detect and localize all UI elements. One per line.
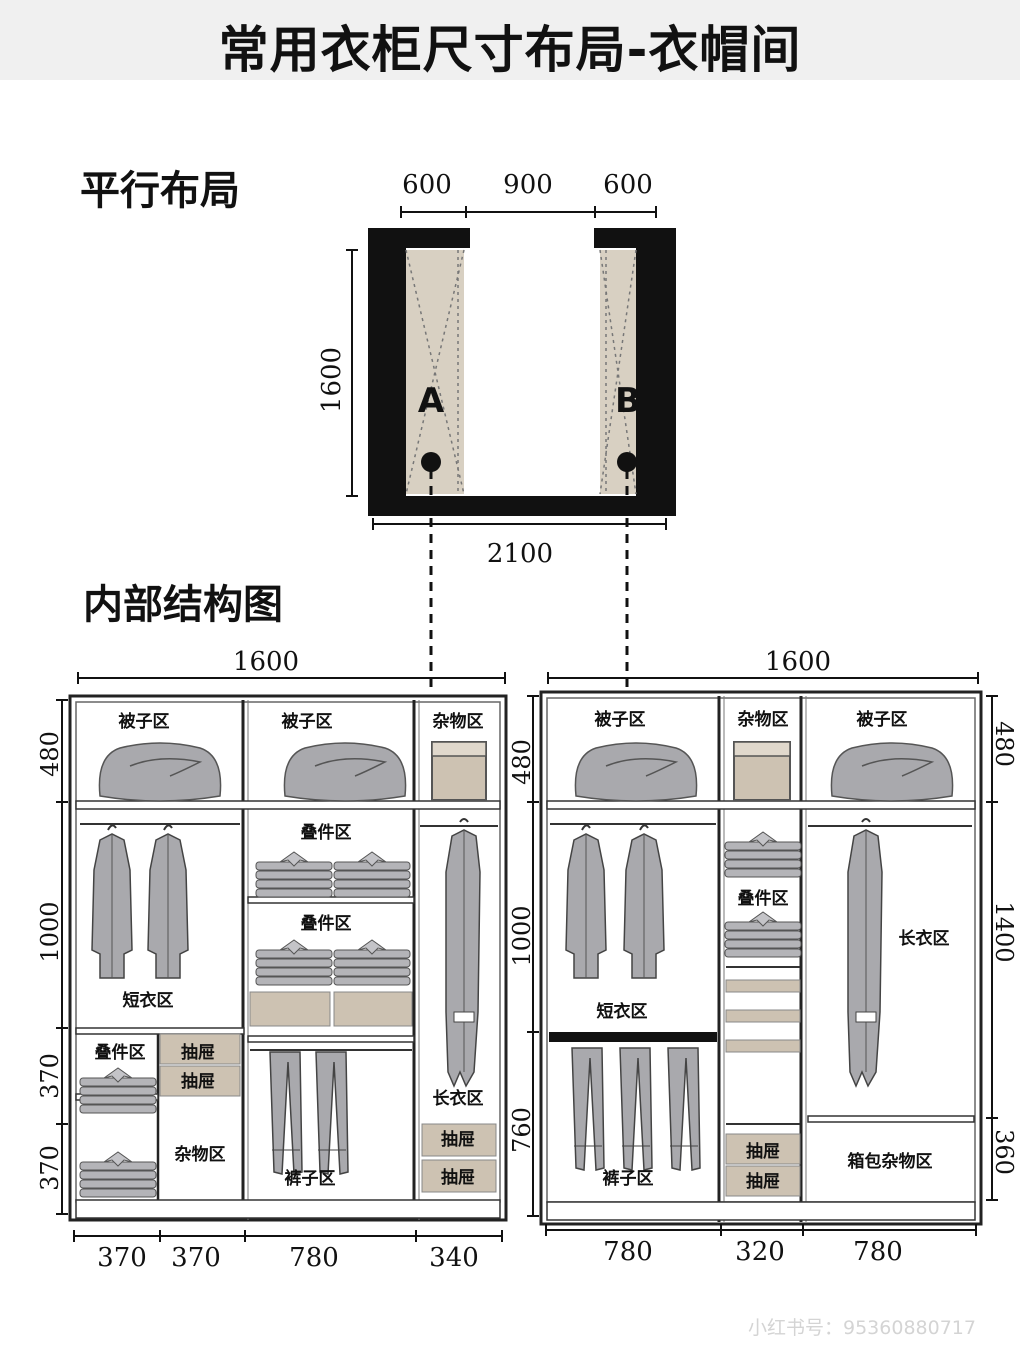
wardrobe-a-height-370: 370 [36, 1053, 64, 1099]
wardrobe-a: 1600 [36, 647, 508, 1273]
zone-label: 被子区 [282, 711, 333, 732]
watermark: 小红书号：95360880717 [748, 1317, 976, 1339]
wardrobe-a-width-780: 780 [289, 1243, 339, 1273]
section-title-parallel-layout: 平行布局 [80, 168, 240, 214]
zone-label: 短衣区 [597, 1001, 648, 1022]
wardrobe-b-width-780: 780 [603, 1237, 653, 1267]
zone-label: 叠件区 [301, 913, 352, 934]
wardrobe-b: 1600 [508, 647, 1018, 1267]
plan-person-b [617, 452, 637, 472]
wardrobe-b-right-height-360: 360 [990, 1129, 1018, 1175]
zone-label: 杂物区 [433, 711, 484, 732]
zone-label: 抽屉 [441, 1167, 475, 1188]
wardrobe-a-height-480: 480 [36, 731, 64, 777]
long-coat-icon [847, 818, 883, 1087]
zone-label: 抽屉 [441, 1129, 475, 1150]
zone-label: 杂物区 [175, 1144, 226, 1165]
zone-label: 杂物区 [738, 709, 789, 730]
plan-label-b: B [615, 381, 641, 421]
wardrobe-a-height-370: 370 [36, 1145, 64, 1191]
plan-dim-600-right: 600 [603, 170, 653, 200]
zone-label: 抽屉 [746, 1171, 780, 1192]
zone-label: 抽屉 [746, 1141, 780, 1162]
section-title-internal-structure: 内部结构图 [83, 582, 283, 628]
wardrobe-a-width-340: 340 [429, 1243, 479, 1273]
zone-label: 叠件区 [738, 888, 789, 909]
quilt-icon [98, 742, 222, 802]
zone-label: 抽屉 [181, 1071, 215, 1092]
quilt-icon [830, 742, 954, 802]
wardrobe-b-height-1000: 1000 [508, 905, 536, 966]
zone-label: 被子区 [119, 711, 170, 732]
plan-dim-600-left: 600 [402, 170, 452, 200]
plan-label-a: A [418, 381, 445, 421]
wardrobe-b-right-height-1400: 1400 [990, 901, 1018, 962]
zone-label: 被子区 [595, 709, 646, 730]
wardrobe-b-height-480: 480 [508, 739, 536, 785]
title-bar [0, 0, 1020, 80]
wardrobe-b-height-760: 760 [508, 1107, 536, 1153]
zone-label: 裤子区 [603, 1168, 654, 1189]
quilt-icon [574, 742, 698, 802]
wardrobe-b-width: 1600 [765, 647, 831, 677]
zone-label: 长衣区 [899, 928, 950, 949]
wardrobe-a-height-1000: 1000 [36, 901, 64, 962]
plan-dim-2100: 2100 [487, 539, 553, 569]
zone-label: 箱包杂物区 [848, 1151, 933, 1172]
zone-label: 叠件区 [95, 1042, 146, 1063]
zone-label: 长衣区 [433, 1088, 484, 1109]
zone-label: 被子区 [857, 709, 908, 730]
wardrobe-a-width-370: 370 [171, 1243, 221, 1273]
plan-dim-900: 900 [503, 170, 553, 200]
zone-label: 裤子区 [285, 1168, 336, 1189]
wardrobe-b-width-780: 780 [853, 1237, 903, 1267]
wardrobe-a-width: 1600 [233, 647, 299, 677]
zone-label: 短衣区 [123, 990, 174, 1011]
long-coat-icon [445, 818, 481, 1087]
plan-person-a [421, 452, 441, 472]
zone-label: 叠件区 [301, 822, 352, 843]
page-title: 常用衣柜尺寸布局-衣帽间 [218, 21, 802, 79]
plan-walls [368, 228, 676, 516]
plan-dim-1600: 1600 [317, 347, 347, 413]
quilt-icon [283, 742, 407, 802]
wardrobe-a-width-370: 370 [97, 1243, 147, 1273]
floor-plan: 600 900 600 1600 A B 2100 [317, 170, 676, 688]
wardrobe-b-right-height-480: 480 [990, 721, 1018, 767]
zone-label: 抽屉 [181, 1042, 215, 1063]
wardrobe-b-width-320: 320 [735, 1237, 785, 1267]
